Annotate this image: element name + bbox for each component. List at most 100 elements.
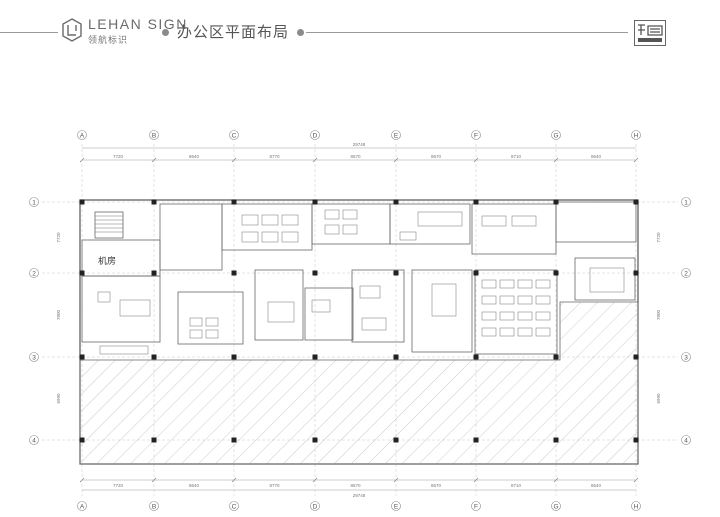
axis-label: H: [634, 504, 639, 511]
dim-value: 7720: [113, 154, 124, 159]
axis-bubble: [229, 130, 239, 140]
axis-bubble: [229, 501, 239, 511]
axis-label: E: [394, 504, 399, 511]
column-square: [633, 199, 639, 205]
stairs: [95, 215, 123, 233]
director-office: [351, 269, 405, 343]
open-office-1: [221, 203, 313, 251]
brand-name-en: LEHAN SIGN: [88, 16, 188, 32]
dim-value: 8770: [269, 154, 280, 159]
column-square: [79, 199, 85, 205]
column-square: [633, 437, 639, 443]
finance-room: [304, 287, 354, 341]
axis-bubble: [681, 435, 691, 445]
column-square: [473, 437, 479, 443]
design-room: [254, 269, 304, 341]
axis-label: 3: [684, 355, 688, 362]
axis-label: C: [232, 133, 237, 140]
column-square: [312, 270, 318, 276]
axis-bubble: [149, 130, 159, 140]
column-square: [231, 199, 237, 205]
meeting-room-2: [411, 269, 473, 353]
dim-total: 29748: [353, 142, 366, 147]
dim-value: 8670: [431, 483, 442, 488]
dim-value: 8670: [350, 154, 361, 159]
corner-brand-logo-icon: [634, 20, 666, 46]
axis-label: 4: [32, 438, 36, 445]
axis-bubble: [310, 130, 320, 140]
column-square: [312, 199, 318, 205]
dim-value: 7720: [113, 483, 124, 488]
column-square: [79, 270, 85, 276]
machine-room-label: 机房: [98, 255, 116, 266]
axis-bubble: [310, 501, 320, 511]
axis-bubble: [551, 130, 561, 140]
brand-name-cn: 领航标识: [88, 35, 129, 45]
column-square: [79, 437, 85, 443]
axis-bubble: [681, 268, 691, 278]
column-square: [231, 437, 237, 443]
column-square: [473, 354, 479, 360]
column-square: [393, 199, 399, 205]
axis-label: D: [313, 504, 318, 511]
lounge: [574, 257, 636, 301]
column-square: [393, 354, 399, 360]
stair-core: [94, 211, 124, 239]
office-partitions: [81, 201, 637, 355]
axis-label: F: [474, 504, 478, 511]
row-dim-value: 6990: [656, 393, 661, 404]
axis-label: 1: [684, 200, 688, 207]
axis-label: G: [553, 133, 558, 140]
meeting-room-1: [389, 203, 471, 245]
column-square: [393, 437, 399, 443]
lehan-logo-icon: [62, 18, 82, 42]
machine-room: [81, 239, 161, 277]
column-square: [473, 199, 479, 205]
axis-label: H: [634, 133, 639, 140]
pantry: [471, 203, 557, 255]
axis-label: F: [474, 133, 478, 140]
axis-bubble: [77, 130, 87, 140]
column-square: [151, 199, 157, 205]
column-square: [151, 437, 157, 443]
axis-label: G: [553, 504, 558, 511]
dim-value: 8670: [350, 483, 361, 488]
axis-label: C: [232, 504, 237, 511]
dim-value: 8710: [511, 483, 522, 488]
dim-total: 29748: [353, 493, 366, 498]
axis-label: 2: [32, 271, 36, 278]
column-square: [393, 270, 399, 276]
row-dim-value: 6990: [56, 393, 61, 404]
header-rule-right: [306, 32, 628, 33]
axis-label: 1: [32, 200, 36, 207]
axis-bubble: [29, 268, 39, 278]
title-dot-right: [297, 29, 304, 36]
restroom: [555, 201, 637, 243]
column-square: [633, 270, 639, 276]
column-square: [553, 354, 559, 360]
axis-bubble: [149, 501, 159, 511]
axis-bubble: [29, 197, 39, 207]
row-dim-value: 7720: [56, 232, 61, 243]
column-square: [553, 437, 559, 443]
axis-label: A: [80, 133, 85, 140]
axis-bubble: [391, 130, 401, 140]
axis-bubble: [29, 352, 39, 362]
axis-bubble: [551, 501, 561, 511]
column-square: [553, 270, 559, 276]
manager-office: [159, 203, 223, 271]
workstation-area: [474, 269, 558, 355]
reception-area: [81, 275, 161, 343]
dim-value: 8640: [591, 154, 602, 159]
column-square: [312, 354, 318, 360]
dim-value: 8640: [591, 483, 602, 488]
axis-bubble: [29, 435, 39, 445]
axis-bubble: [471, 501, 481, 511]
axis-label: A: [80, 504, 85, 511]
axis-bubble: [631, 501, 641, 511]
header-rule-left: [0, 32, 58, 33]
title-dot-left: [162, 29, 169, 36]
row-dim-value: 7800: [56, 309, 61, 320]
